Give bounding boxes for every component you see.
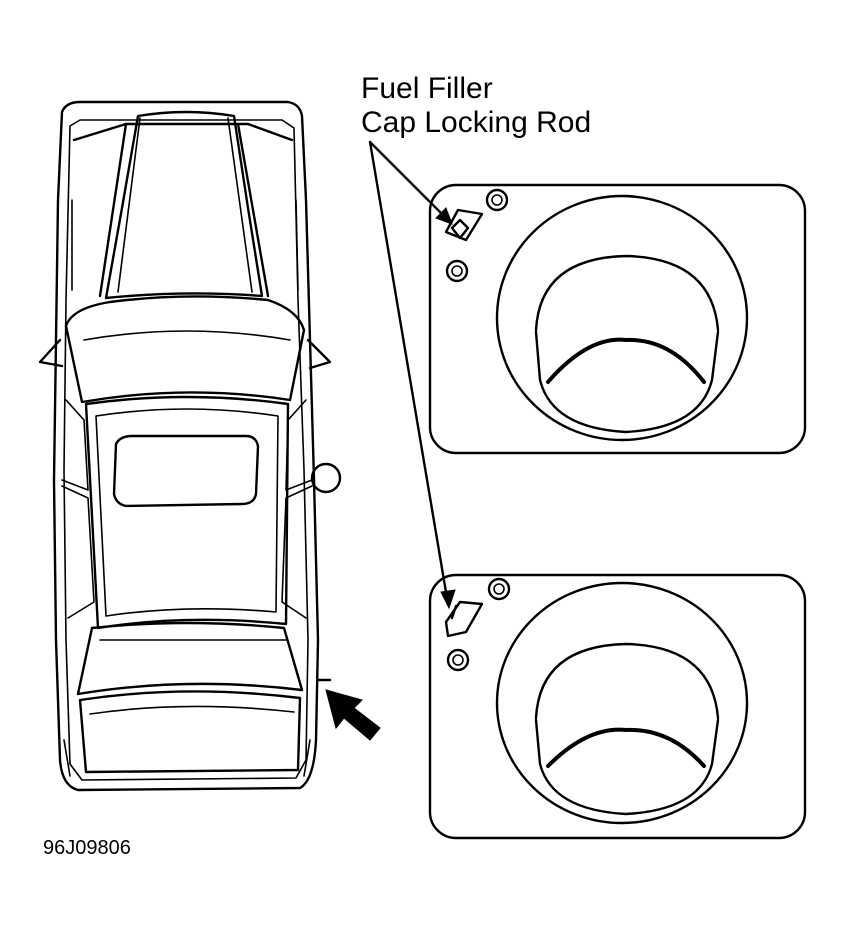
figure-id: 96J09806	[43, 837, 131, 859]
arrow-icon	[325, 689, 381, 741]
locked-state-detail	[428, 183, 807, 455]
car-top-view	[38, 100, 342, 792]
callout-label-line1: Fuel Filler	[361, 72, 493, 105]
fuel-filler-circle-marker	[310, 462, 342, 494]
unlocked-state-detail	[428, 573, 807, 840]
callout-leaders	[368, 140, 456, 610]
callout-label-line2: Cap Locking Rod	[361, 106, 592, 139]
